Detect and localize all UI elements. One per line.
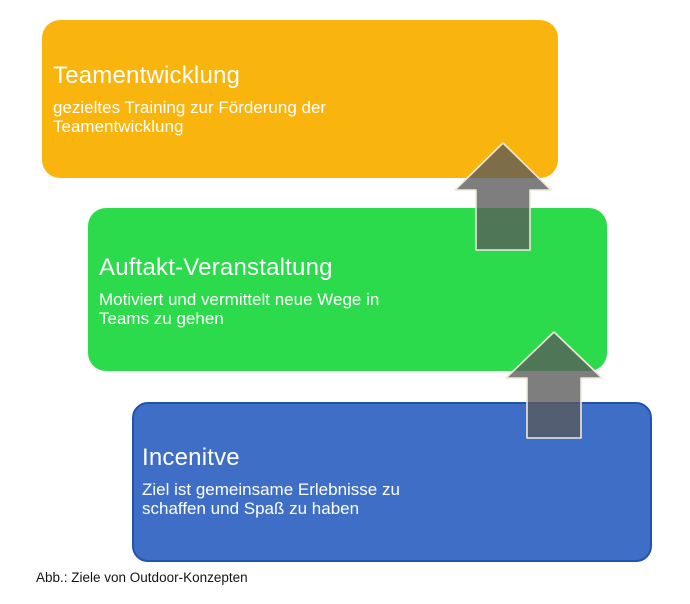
box-description: Motiviert und vermittelt neue Wege in Te… — [99, 290, 593, 328]
box-description-line: Motiviert und vermittelt neue Wege in — [99, 290, 380, 309]
box-auftakt-veranstaltung: Auftakt-Veranstaltung Motiviert und verm… — [88, 208, 607, 371]
box-description-line: schaffen und Spaß zu haben — [142, 499, 360, 518]
figure-caption: Abb.: Ziele von Outdoor-Konzepten — [36, 570, 248, 585]
box-description-line: Teams zu gehen — [99, 309, 224, 328]
box-description: gezieltes Training zur Förderung der Tea… — [53, 98, 544, 136]
box-title: Incenitve — [142, 444, 240, 471]
box-description-line: Ziel ist gemeinsame Erlebnisse zu — [142, 480, 400, 499]
box-title: Auftakt-Veranstaltung — [99, 254, 333, 281]
box-description-line: gezieltes Training zur Förderung der — [53, 98, 327, 117]
box-teamentwicklung: Teamentwicklung gezieltes Training zur F… — [42, 20, 558, 178]
box-title: Teamentwicklung — [53, 62, 241, 89]
box-incentive: Incenitve Ziel ist gemeinsame Erlebnisse… — [132, 402, 652, 562]
box-description-line: Teamentwicklung — [53, 117, 184, 136]
box-description: Ziel ist gemeinsame Erlebnisse zu schaff… — [142, 480, 636, 518]
